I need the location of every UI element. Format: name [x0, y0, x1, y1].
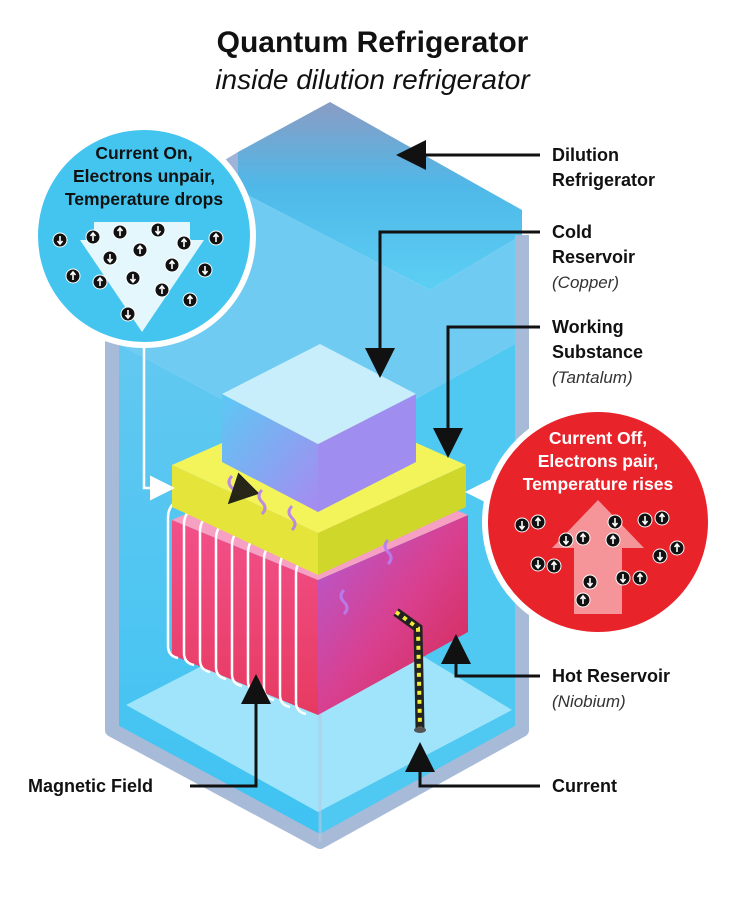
label-dilution-line2: Refrigerator	[552, 170, 656, 190]
label-hot-material: (Niobium)	[552, 692, 626, 711]
label-current: Current	[552, 776, 618, 796]
spin-up-icon	[550, 560, 558, 570]
spin-down-icon	[619, 574, 627, 584]
temperature-drop-arrow	[80, 222, 204, 332]
unpaired-spin-arrows	[56, 226, 220, 320]
spin-down-icon	[641, 516, 649, 526]
spin-up-icon	[579, 532, 587, 542]
label-cold-line2: Reservoir	[552, 247, 636, 267]
spin-down-icon	[129, 274, 137, 284]
spin-up-icon	[69, 270, 77, 280]
spin-down-icon	[611, 518, 619, 528]
spin-up-icon	[609, 534, 617, 544]
spin-up-icon	[136, 244, 144, 254]
current-on-text: Current On, Electrons unpair, Temperatur…	[38, 142, 250, 211]
label-dilution-refrigerator: Dilution Refrigerator	[552, 143, 655, 193]
current-on-line3: Temperature drops	[64, 189, 224, 209]
diagram-subtitle: inside dilution refrigerator	[215, 64, 530, 95]
spin-up-icon	[579, 594, 587, 604]
spin-up-icon	[636, 572, 644, 582]
current-on-line1: Current On,	[95, 143, 193, 163]
spin-up-icon	[89, 231, 97, 241]
spin-down-icon	[201, 266, 209, 276]
current-wire	[393, 608, 426, 733]
spin-down-icon	[124, 310, 132, 320]
spin-down-icon	[586, 578, 594, 588]
current-off-line3: Temperature rises	[522, 474, 674, 494]
spin-up-icon	[180, 237, 188, 247]
label-hot-line1: Hot Reservoir	[552, 666, 671, 686]
spin-up-icon	[534, 516, 542, 526]
paired-spin-arrows	[518, 512, 681, 604]
label-cold-reservoir: Cold Reservoir (Copper)	[552, 220, 635, 295]
label-working-substance: Working Substance (Tantalum)	[552, 315, 643, 390]
spin-up-icon	[186, 294, 194, 304]
spin-down-icon	[534, 560, 542, 570]
label-working-material: (Tantalum)	[552, 368, 633, 387]
label-working-line1: Working	[552, 317, 624, 337]
spin-down-icon	[56, 236, 64, 246]
current-off-bubble	[482, 406, 714, 638]
spin-up-icon	[168, 259, 176, 269]
label-hot-reservoir: Hot Reservoir (Niobium)	[552, 664, 670, 714]
spin-up-icon	[212, 232, 220, 242]
spin-up-icon	[673, 542, 681, 552]
current-off-line2: Electrons pair,	[537, 451, 659, 471]
spin-down-icon	[154, 226, 162, 236]
spin-down-icon	[656, 552, 664, 562]
temperature-rise-arrow	[552, 500, 644, 614]
current-off-text: Current Off, Electrons pair, Temperature…	[494, 427, 702, 496]
current-on-bubble	[32, 124, 256, 348]
current-off-line1: Current Off,	[548, 428, 648, 448]
label-cold-line1: Cold	[552, 222, 592, 242]
spin-up-icon	[658, 512, 666, 522]
heat-flow-arrows	[227, 472, 393, 616]
spin-down-icon	[518, 521, 526, 531]
diagram-title: Quantum Refrigerator	[216, 26, 529, 59]
label-working-line2: Substance	[552, 342, 644, 362]
spin-up-icon	[116, 226, 124, 236]
label-dilution-line1: Dilution	[552, 145, 619, 165]
leader-lines	[190, 140, 540, 788]
spin-down-icon	[562, 536, 570, 546]
spin-up-icon	[96, 276, 104, 286]
label-cold-material: (Copper)	[552, 273, 620, 292]
spin-up-icon	[158, 284, 166, 294]
current-on-line2: Electrons unpair,	[73, 166, 215, 186]
spin-down-icon	[106, 254, 114, 264]
label-magnetic-field: Magnetic Field	[28, 776, 154, 796]
